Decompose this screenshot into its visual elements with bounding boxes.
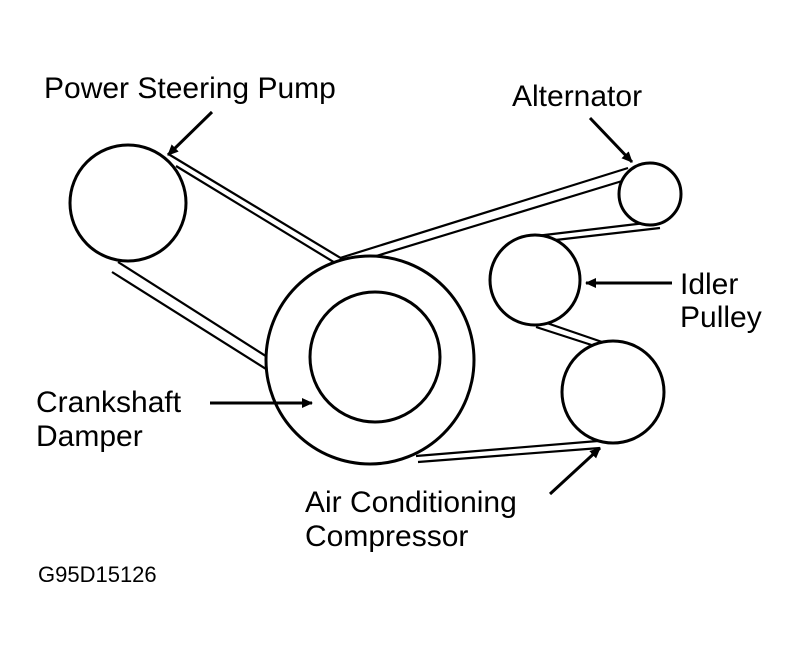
- alternator-arrow: [588, 116, 634, 164]
- leader-arrows: [166, 110, 672, 496]
- power-steering-arrow: [166, 110, 214, 157]
- idler-pulley: [488, 233, 582, 327]
- serpentine-belt: [111, 154, 661, 464]
- crankshaft-damper-pulley: [308, 290, 442, 424]
- crankshaft-label-line2: Damper: [36, 420, 143, 453]
- ac-compressor-arrow: [548, 446, 602, 496]
- power-steering-pump-pulley: [68, 143, 188, 263]
- alternator-label: Alternator: [512, 80, 643, 113]
- ac-compressor-label-line1: Air Conditioning: [305, 486, 517, 519]
- ac-compressor-pulley: [560, 339, 666, 445]
- figure-code: G95D15126: [38, 562, 157, 587]
- power-steering-pump-label: Power Steering Pump: [44, 72, 336, 105]
- idler-label-line1: Idler: [680, 268, 739, 301]
- crankshaft-label-line1: Crankshaft: [36, 386, 182, 419]
- alternator-pulley: [617, 161, 683, 227]
- idler-label-line2: Pulley: [680, 301, 762, 334]
- ac-compressor-label-line2: Compressor: [305, 520, 469, 553]
